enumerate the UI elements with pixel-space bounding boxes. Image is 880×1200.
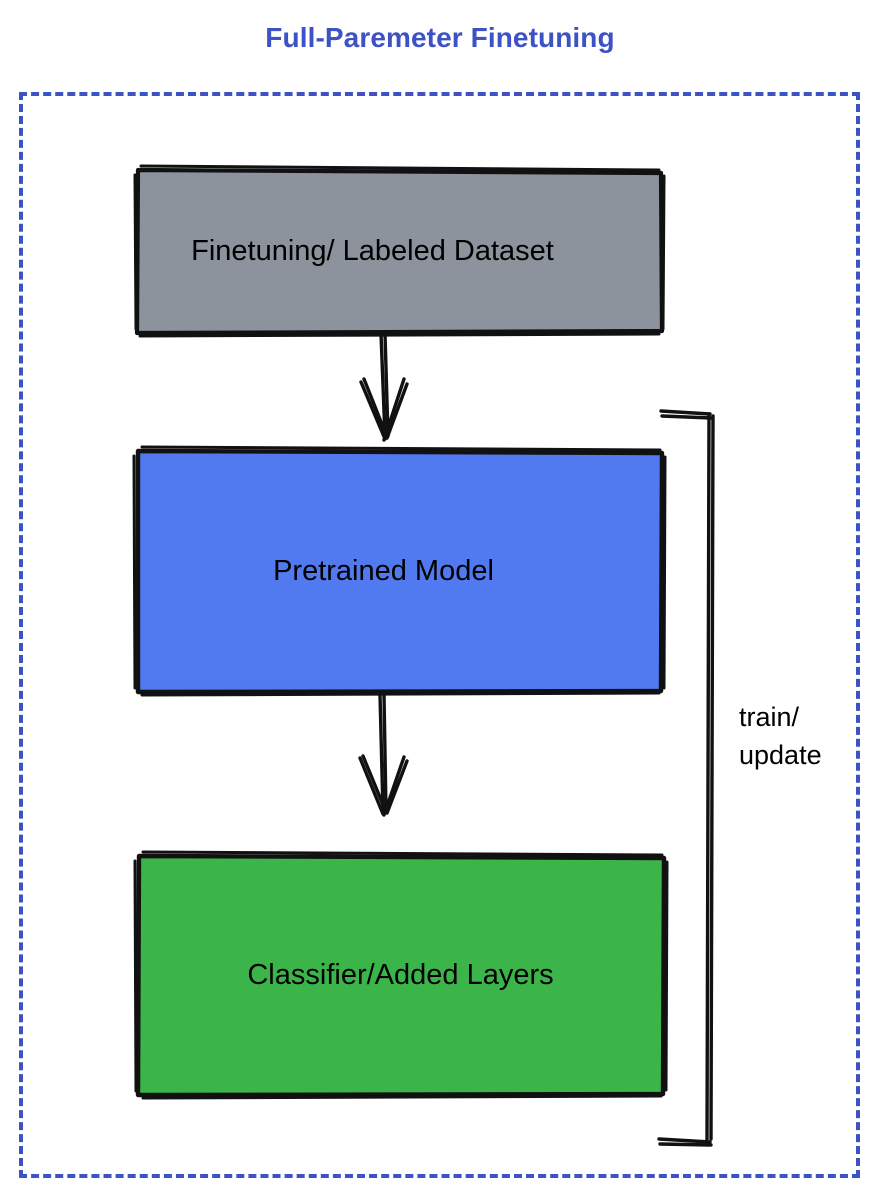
edge-feedback-loop-bracket bbox=[657, 409, 715, 1147]
node-dataset[interactable]: Finetuning/ Labeled Dataset bbox=[139, 172, 660, 331]
node-dataset-label: Finetuning/ Labeled Dataset bbox=[191, 234, 554, 267]
node-pretrained-model[interactable]: Pretrained Model bbox=[139, 452, 662, 691]
arrow-pretrained-to-classifier bbox=[358, 693, 409, 817]
edge-label-train-update: train/ update bbox=[739, 702, 822, 771]
node-classifier-added-layers[interactable]: Classifier/Added Layers bbox=[139, 857, 664, 1094]
node-pretrained-model-label: Pretrained Model bbox=[273, 554, 494, 587]
node-classifier-added-layers-label: Classifier/Added Layers bbox=[247, 958, 554, 991]
page-title: Full-Paremeter Finetuning bbox=[265, 22, 615, 53]
arrow-dataset-to-pretrained bbox=[359, 332, 409, 442]
